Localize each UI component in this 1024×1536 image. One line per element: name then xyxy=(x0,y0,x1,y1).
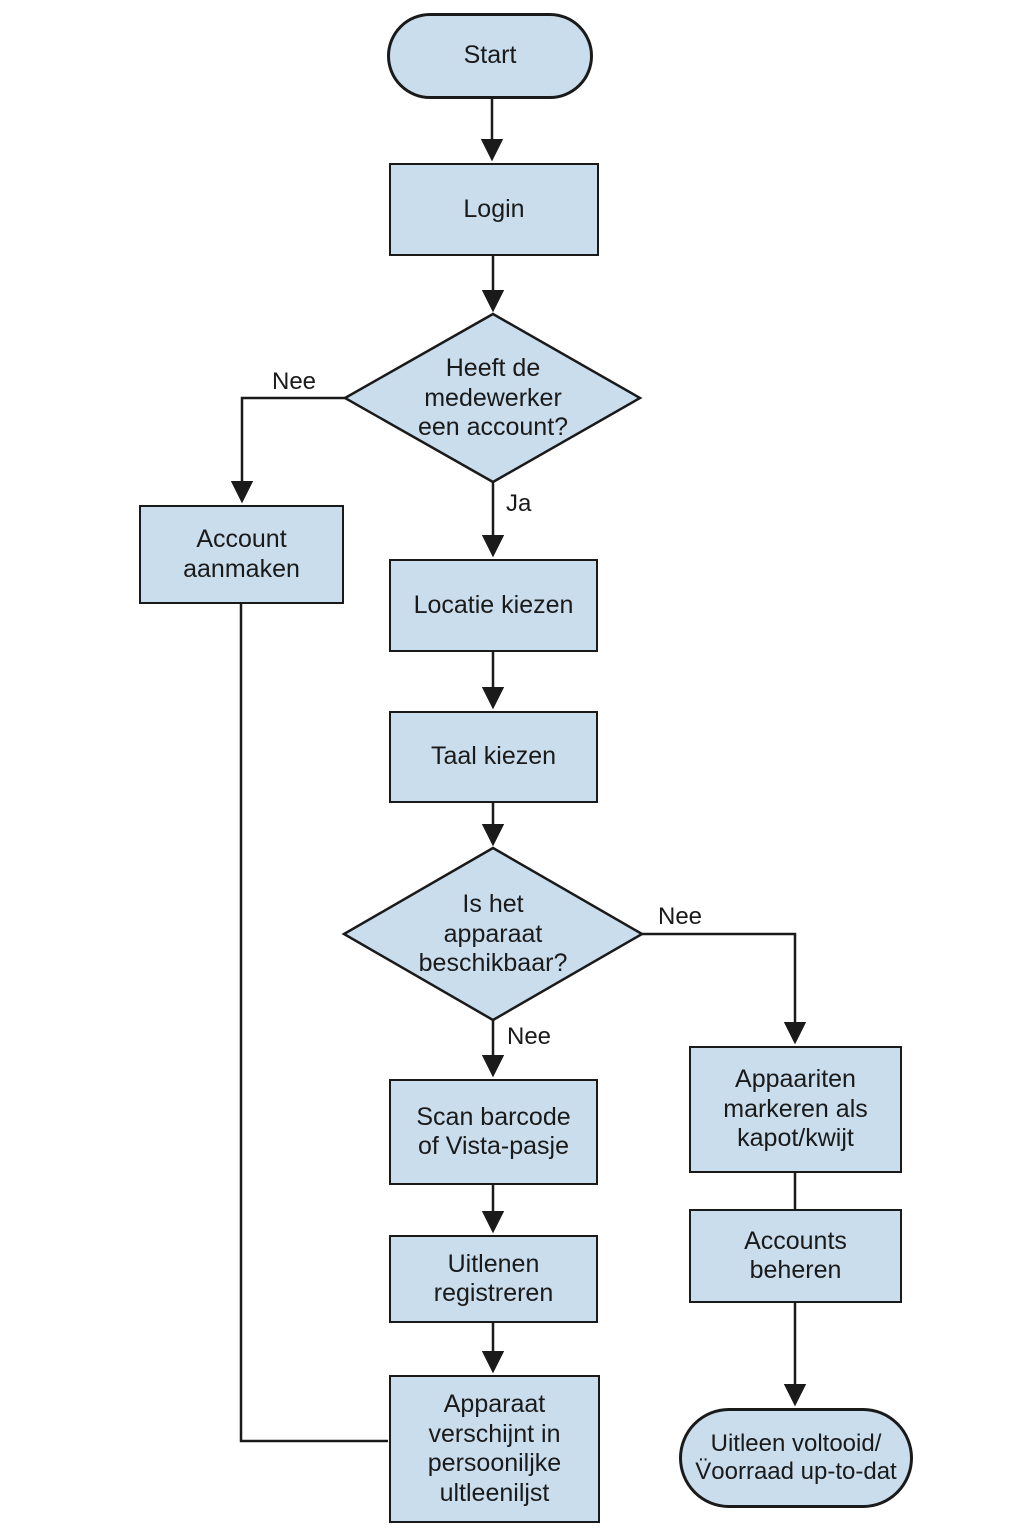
edge-label-ja-account: Ja xyxy=(506,490,532,517)
node-locatie-kiezen: Locatie kiezen xyxy=(389,559,598,652)
node-account-aanmaken: Account aanmaken xyxy=(139,505,344,604)
node-taal-kiezen: Taal kiezen xyxy=(389,711,598,803)
node-apparaat-verschijnt-label: Apparaat verschijnt in persooniljke ultl… xyxy=(427,1390,562,1507)
node-accounts-beheren-label: Accounts beheren xyxy=(744,1226,847,1285)
node-locatie-kiezen-label: Locatie kiezen xyxy=(413,590,574,619)
node-account-aanmaken-label: Account aanmaken xyxy=(183,525,300,583)
node-login-label: Login xyxy=(463,194,525,223)
node-start-label: Start xyxy=(463,41,517,70)
node-taal-kiezen-label: Taal kiezen xyxy=(430,742,557,771)
node-accounts-beheren: Accounts beheren xyxy=(689,1209,902,1303)
decision-apparaat-beschikbaar-label: Is het apparaat beschikbaar? xyxy=(418,890,568,977)
node-apparaat-verschijnt: Apparaat verschijnt in persooniljke ultl… xyxy=(389,1375,600,1523)
node-scan-barcode: Scan barcode of Vista-pasje xyxy=(389,1079,598,1185)
node-apparaten-markeren: Appaariten markeren als kapot/kwijt xyxy=(689,1046,902,1173)
node-apparaten-markeren-label: Appaariten markeren als kapot/kwijt xyxy=(723,1065,868,1153)
edge-decision1-nee-account-aanmaken xyxy=(230,396,345,504)
edge-decision2-nee-apparaten-markeren xyxy=(642,932,807,1045)
decision-heeft-account-label: Heeft de medewerker een account? xyxy=(417,354,569,441)
node-scan-barcode-label: Scan barcode of Vista-pasje xyxy=(416,1102,571,1161)
node-uitlenen-registreren: Uitlenen registreren xyxy=(389,1235,598,1323)
edge-label-nee-beschikbaar-down: Nee xyxy=(507,1023,552,1050)
edge-label-nee-account: Nee xyxy=(272,368,317,395)
node-uitleen-voltooid-label: Uitleen voltooid/ V̈oorraad up-to-dat xyxy=(695,1429,897,1485)
node-start: Start xyxy=(387,13,593,99)
node-login: Login xyxy=(389,163,599,256)
node-uitleen-voltooid: Uitleen voltooid/ V̈oorraad up-to-dat xyxy=(679,1408,913,1508)
edge-account-aanmaken-apparaat-verschijnt xyxy=(239,604,388,1443)
node-uitlenen-registreren-label: Uitlenen registreren xyxy=(433,1249,554,1308)
edge-label-nee-beschikbaar-right: Nee xyxy=(658,903,703,930)
